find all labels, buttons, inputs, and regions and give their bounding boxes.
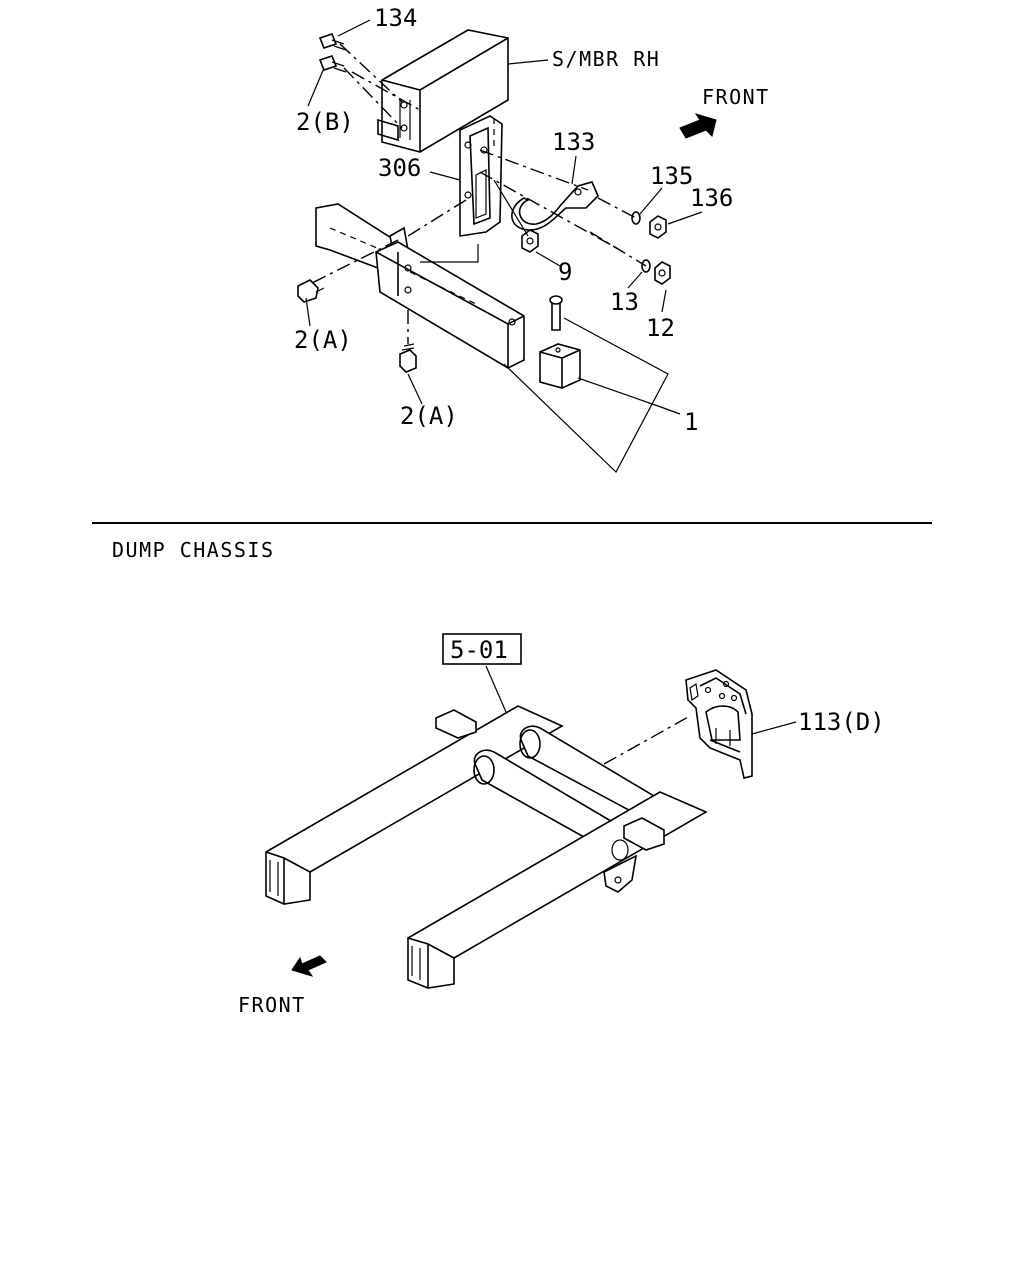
callout-9: 9 — [558, 258, 572, 286]
bolt-2b — [318, 55, 403, 129]
bolt-134 — [318, 33, 403, 103]
ref-box-frame — [442, 633, 522, 665]
nut-12 — [654, 261, 671, 285]
nut-136 — [649, 215, 667, 239]
callout-133: 133 — [552, 128, 595, 156]
leader-lines-upper — [305, 19, 703, 473]
ref-box-leader — [485, 665, 507, 713]
callout-13: 13 — [610, 288, 639, 316]
bracket-113d — [685, 669, 753, 779]
front-arrow-lower-icon — [291, 955, 327, 977]
callout-113d: 113(D) — [798, 708, 885, 736]
callout-smbr-rh: S/MBR RH — [552, 47, 660, 71]
cross-member — [315, 203, 525, 369]
side-member-rh — [377, 29, 509, 153]
callout-1: 1 — [684, 408, 698, 436]
section-title: DUMP CHASSIS — [112, 538, 275, 562]
callout-136: 136 — [690, 184, 733, 212]
callout-12: 12 — [646, 314, 675, 342]
lower-chassis-view: 5-01 — [238, 633, 885, 1017]
callout-2a-left: 2(A) — [294, 326, 352, 354]
tow-hook-133 — [479, 149, 621, 251]
bolt-2a-left — [297, 277, 325, 303]
front-arrow-upper-icon — [679, 113, 717, 139]
callout-306: 306 — [378, 154, 421, 182]
bracket-306 — [459, 115, 503, 237]
leader-113d — [751, 721, 797, 735]
callout-135: 135 — [650, 162, 693, 190]
callout-2a-bottom: 2(A) — [400, 402, 458, 430]
frame-rail-right — [407, 791, 708, 989]
front-label-upper: FRONT — [702, 85, 770, 109]
callout-134: 134 — [374, 4, 417, 32]
nut-9 — [521, 229, 539, 253]
alignment-line — [603, 715, 691, 765]
upper-assembly-view: 134 2(B) S/MBR RH FRONT 306 133 135 136 … — [294, 4, 770, 473]
bumper-1 — [539, 295, 581, 389]
bolt-2a-bottom — [399, 310, 417, 373]
front-label-lower: FRONT — [238, 993, 306, 1017]
ref-box-5-01: 5-01 — [450, 636, 508, 664]
washer-135 — [631, 211, 641, 225]
callout-2b: 2(B) — [296, 108, 354, 136]
